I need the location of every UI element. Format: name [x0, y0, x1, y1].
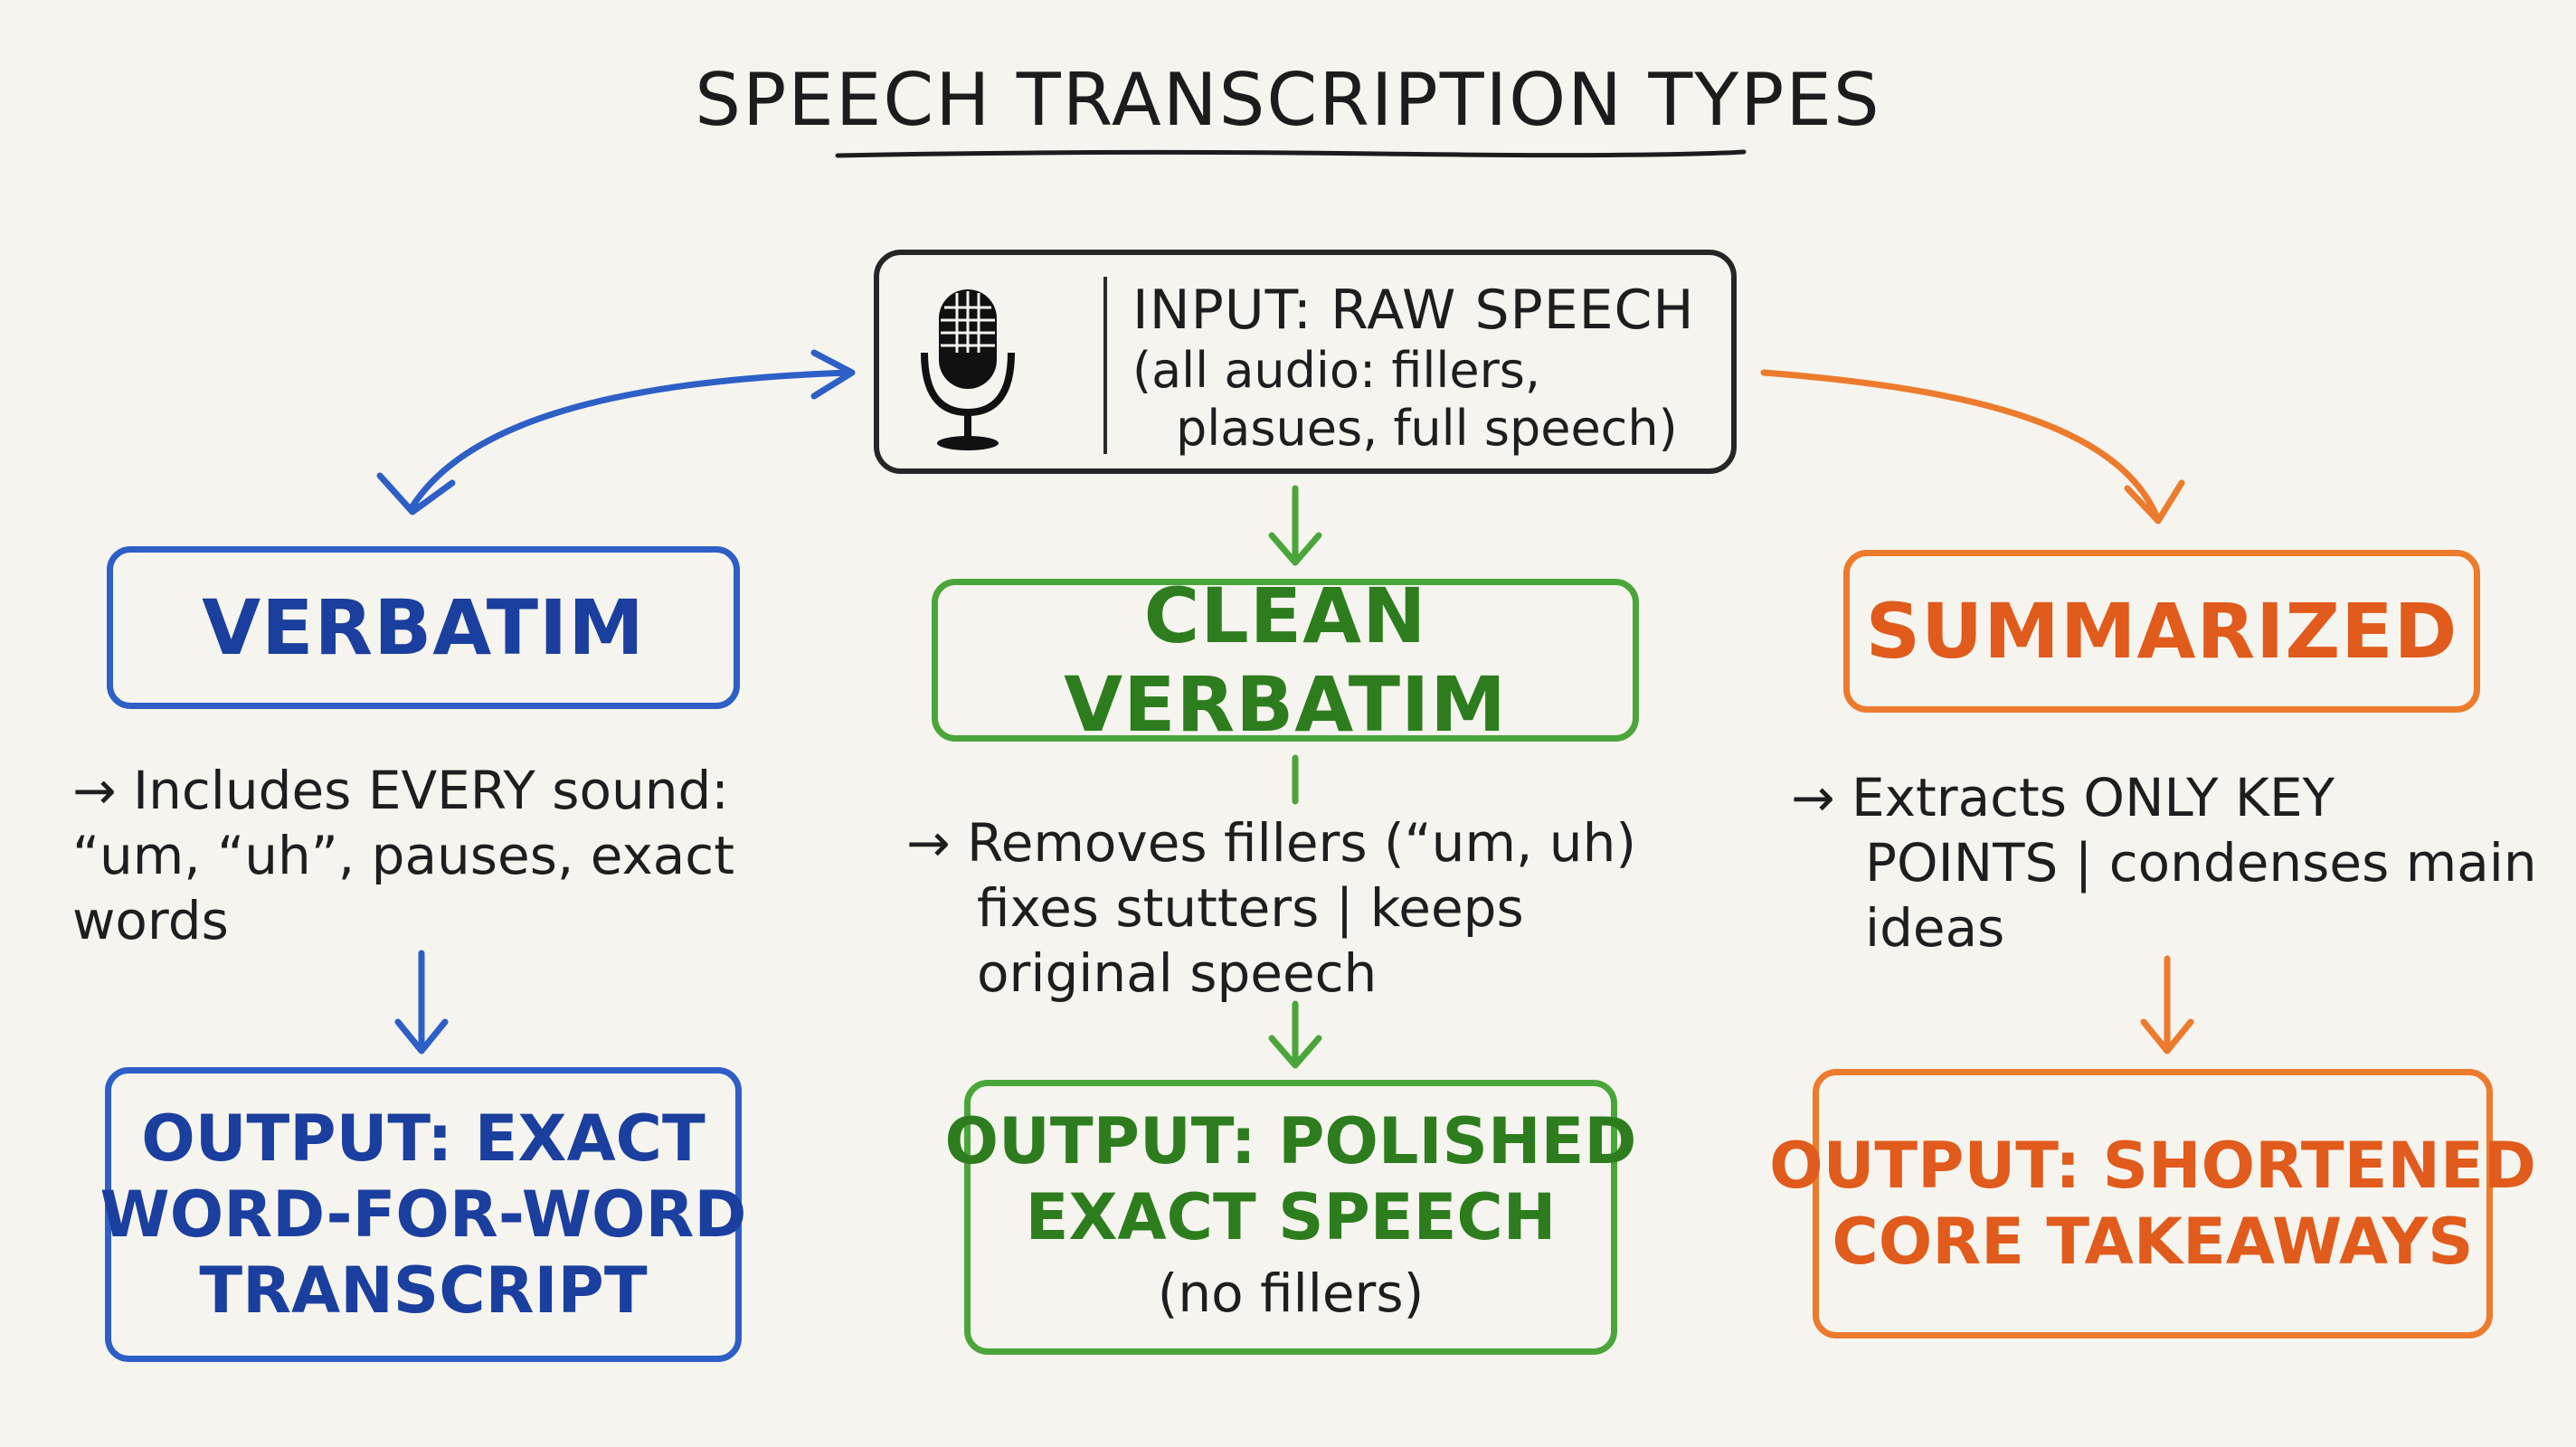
- verbatim-desc-line-3: words: [72, 890, 229, 951]
- verbatim-box: VERBATIM: [107, 546, 740, 709]
- clean-verbatim-description: → Removes fillers (“um, uh) fixes stutte…: [906, 810, 1684, 1006]
- input-line-2: plasues, full speech): [1176, 400, 1678, 457]
- summarized-output-box: OUTPUT: SHORTENED CORE TAKEAWAYS: [1769, 1069, 2536, 1338]
- input-line-1: (all audio: fillers,: [1132, 342, 1541, 399]
- microphone-icon: [921, 289, 1015, 450]
- verbatim-output-line-3: TRANSCRIPT: [199, 1253, 648, 1328]
- summarized-output-line-1: OUTPUT: SHORTENED: [1769, 1129, 2536, 1203]
- clean-verbatim-box: CLEAN VERBATIM: [932, 572, 1639, 749]
- clean-verbatim-output-box: OUTPUT: POLISHED EXACT SPEECH (no filler…: [945, 1080, 1636, 1355]
- verbatim-desc-line-1: → Includes EVERY sound:: [72, 760, 729, 821]
- page-title: SPEECH TRANSCRIPTION TYPES: [695, 58, 1881, 142]
- verbatim-output-line-2: WORD-FOR-WORD: [99, 1177, 747, 1252]
- verbatim-description: → Includes EVERY sound: “um, “uh”, pause…: [72, 758, 778, 953]
- clean-output-text: OUTPUT: POLISHED EXACT SPEECH (no filler…: [945, 1103, 1637, 1331]
- clean-output-note: (no fillers): [1157, 1263, 1425, 1324]
- input-heading: INPUT: RAW SPEECH: [1132, 279, 1695, 342]
- summarized-desc-line-2: POINTS | condenses main: [1865, 832, 2537, 894]
- summarized-output-text: OUTPUT: SHORTENED CORE TAKEAWAYS: [1769, 1128, 2536, 1280]
- clean-desc-line-2: fixes stutters | keeps: [977, 877, 1524, 939]
- summarized-box: SUMMARIZED: [1843, 550, 2480, 713]
- clean-output-line-1: OUTPUT: POLISHED: [944, 1104, 1637, 1178]
- arrow-input-to-summarized: [1760, 369, 2160, 519]
- clean-output-line-2: EXACT SPEECH: [1025, 1180, 1557, 1254]
- title-underline: [835, 149, 1747, 158]
- summarized-output-line-2: CORE TAKEAWAYS: [1832, 1205, 2474, 1279]
- summarized-description: → Extracts ONLY KEY POINTS | condenses m…: [1791, 765, 2537, 960]
- verbatim-output-box: OUTPUT: EXACT WORD-FOR-WORD TRANSCRIPT: [100, 1067, 746, 1362]
- input-box: INPUT: RAW SPEECH (all audio: fillers, p…: [874, 250, 1737, 474]
- clean-desc-line-1: → Removes fillers (“um, uh): [906, 812, 1636, 874]
- verbatim-desc-line-2: “um, “uh”, pauses, exact: [72, 825, 734, 886]
- verbatim-output-line-1: OUTPUT: EXACT: [141, 1102, 706, 1176]
- verbatim-label: VERBATIM: [202, 583, 645, 672]
- arrow-input-to-verbatim: [409, 369, 854, 510]
- summarized-desc-line-1: → Extracts ONLY KEY: [1791, 767, 2335, 828]
- summarized-label: SUMMARIZED: [1865, 587, 2458, 676]
- verbatim-output-text: OUTPUT: EXACT WORD-FOR-WORD TRANSCRIPT: [100, 1101, 747, 1329]
- clean-desc-line-3: original speech: [977, 942, 1378, 1004]
- clean-verbatim-label: CLEAN VERBATIM: [1064, 572, 1507, 749]
- summarized-desc-line-3: ideas: [1865, 897, 2005, 959]
- input-text-block: INPUT: RAW SPEECH (all audio: fillers, p…: [1132, 279, 1729, 458]
- input-divider: [1103, 277, 1107, 454]
